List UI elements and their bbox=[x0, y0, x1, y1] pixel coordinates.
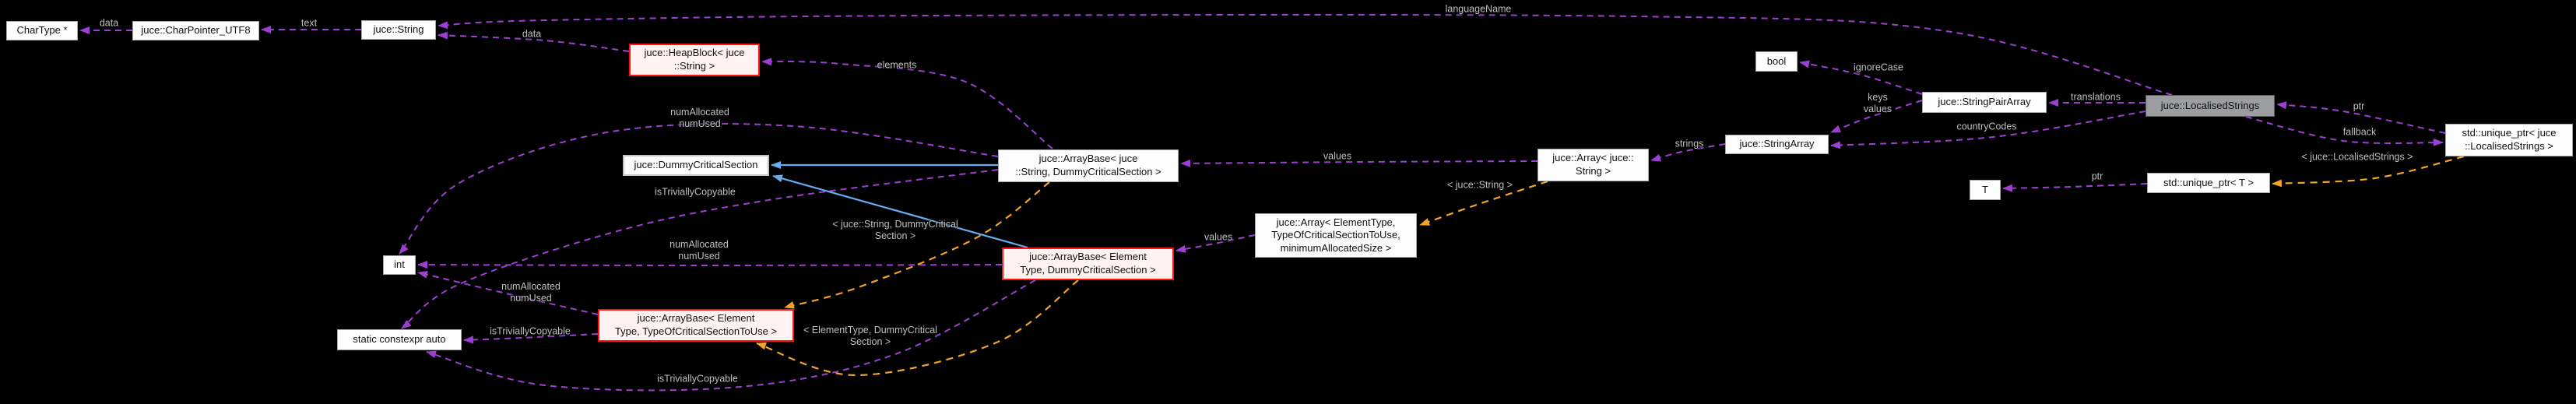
node-heapblock-string[interactable]: juce::HeapBlock< juce ::String > bbox=[629, 44, 760, 76]
edge-localisedstrings-to-uniqueptr-localisedstrings bbox=[2245, 116, 2444, 146]
edge-stringpairarray-to-stringarray bbox=[1830, 100, 1923, 133]
node-uniqueptr-localisedstrings[interactable]: std::unique_ptr< juce ::LocalisedStrings… bbox=[2445, 124, 2573, 156]
node-arraybase-element-touse[interactable]: juce::ArrayBase< Element Type, TypeOfCri… bbox=[598, 309, 794, 342]
edge-uniqueptr-localisedstrings-to-uniqueptr-t bbox=[2272, 155, 2465, 188]
edge-localisedstrings-to-stringarray bbox=[1830, 111, 2146, 149]
edge-localisedstrings-to-string bbox=[438, 13, 2173, 96]
node-charpointer-utf8[interactable]: juce::CharPointer_UTF8 bbox=[132, 21, 259, 40]
edge-uniqueptr-localisedstrings-to-localisedstrings bbox=[2276, 101, 2446, 134]
edge-stringpairarray-to-bool bbox=[1799, 60, 1923, 95]
edge-array-string-to-arraybase-string-dummy bbox=[1180, 159, 1538, 167]
edge-arraybase-string-dummy-to-static-constexpr-auto bbox=[401, 169, 999, 329]
edge-arraybase-string-dummy-to-arraybase-element-touse bbox=[784, 181, 1050, 309]
node-t[interactable]: T bbox=[1970, 180, 2001, 200]
edge-array-elementtype-to-arraybase-element-dummy bbox=[1176, 234, 1256, 253]
edge-arraybase-element-touse-to-int bbox=[417, 270, 599, 315]
edge-arraybase-element-dummy-to-dummy-critical-section bbox=[772, 174, 1028, 249]
edge-stringarray-to-array-string bbox=[1650, 143, 1726, 162]
node-stringpairarray[interactable]: juce::StringPairArray bbox=[1922, 92, 2047, 113]
node-int[interactable]: int bbox=[383, 255, 416, 275]
node-string[interactable]: juce::String bbox=[361, 20, 436, 40]
node-static-constexpr-auto[interactable]: static constexpr auto bbox=[337, 329, 462, 350]
node-chartype[interactable]: CharType * bbox=[6, 21, 78, 40]
edge-heapblock-string-to-string bbox=[438, 31, 630, 52]
node-uniqueptr-t[interactable]: std::unique_ptr< T > bbox=[2147, 173, 2270, 193]
edge-arraybase-element-dummy-to-static-constexpr-auto bbox=[426, 279, 1036, 392]
edge-arraybase-string-dummy-to-heapblock-string bbox=[761, 58, 1053, 149]
node-localisedstrings: juce::LocalisedStrings bbox=[2145, 95, 2275, 117]
edge-array-string-to-array-elementtype bbox=[1419, 180, 1548, 227]
node-array-elementtype[interactable]: juce::Array< ElementType, TypeOfCritical… bbox=[1255, 213, 1417, 258]
node-stringarray[interactable]: juce::StringArray bbox=[1725, 135, 1829, 154]
edge-arraybase-element-touse-to-static-constexpr-auto bbox=[463, 333, 599, 344]
edge-arraybase-string-dummy-to-int bbox=[399, 123, 999, 255]
edge-uniqueptr-t-to-t bbox=[2002, 183, 2148, 192]
node-dummy-critical-section[interactable]: juce::DummyCriticalSection bbox=[623, 155, 769, 176]
node-arraybase-element-dummy[interactable]: juce::ArrayBase< Element Type, DummyCrit… bbox=[1002, 248, 1174, 280]
edge-arraybase-element-dummy-to-arraybase-element-touse bbox=[756, 279, 1079, 377]
node-array-string[interactable]: juce::Array< juce:: String > bbox=[1538, 149, 1649, 181]
node-bool[interactable]: bool bbox=[1755, 51, 1798, 72]
node-arraybase-string-dummy[interactable]: juce::ArrayBase< juce ::String, DummyCri… bbox=[998, 149, 1179, 182]
